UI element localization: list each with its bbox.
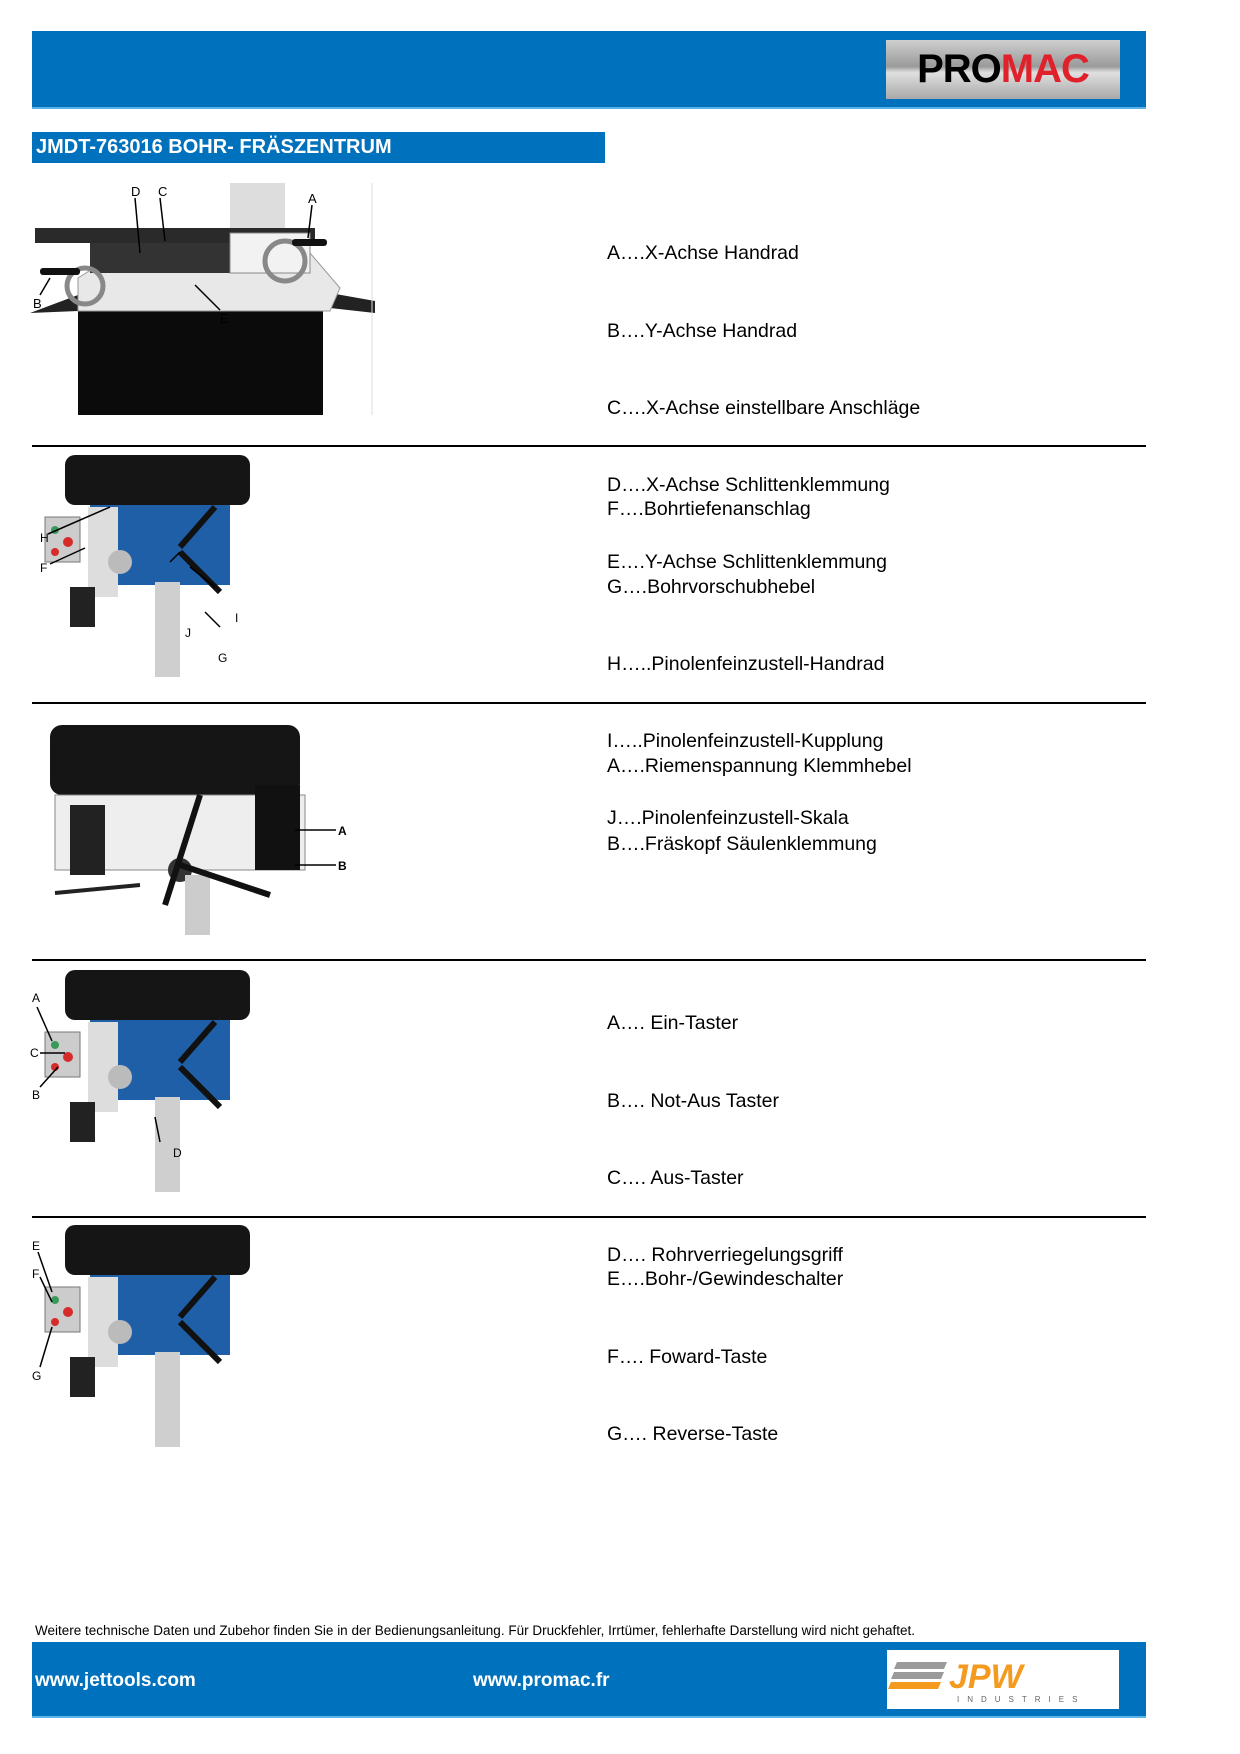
list-item: H…..Pinolenfeinzustell-Handrad [607,652,885,675]
cabinet [78,298,323,415]
section-divider [32,702,1146,704]
callout-label: B [32,1088,40,1102]
callout-label: F [40,561,47,575]
callout-label: G [218,651,227,665]
callout-label: I [235,611,238,625]
label-plate [70,587,95,627]
list-item: B…. Not-Aus Taster [607,1089,779,1112]
control-panel [44,516,81,563]
list-item: C….X-Achse einstellbare Anschläge [607,396,921,419]
column [155,1352,180,1447]
callout-label: E [32,1239,40,1253]
page-title: JMDT-763016 BOHR- FRÄSZENTRUM [32,132,605,163]
column [155,582,180,677]
list-item: A….X-Achse Handrad [607,242,799,265]
callout-label: B [338,859,347,873]
handle-x [292,239,327,246]
callout-label: J [185,626,191,640]
callout-label: A [308,191,317,206]
section-divider [32,1216,1146,1218]
parts-list-5: E….Bohr-/Gewindeschalter F…. Foward-Tast… [607,1216,843,1473]
list-item: I…..Pinolenfeinzustell-Kupplung [607,729,884,752]
list-item: F…. Foward-Taste [607,1345,768,1368]
head-cover [65,455,250,505]
callout-label: A [338,824,347,838]
control-panel [44,1286,81,1333]
machine-table-image: A B C D E [30,183,375,415]
parts-list-4: A…. Ein-Taster B…. Not-Aus Taster C…. Au… [607,960,843,1294]
callout-label: E [220,311,229,326]
list-item: D….X-Achse Schlittenklemmung [607,473,890,496]
list-item: E….Y-Achse Schlittenklemmung [607,550,887,573]
promac-link[interactable]: www.promac.fr [473,1670,610,1691]
jpw-logo: JPW INDUSTRIES [887,1650,1119,1709]
list-item: C…. Aus-Taster [607,1166,744,1189]
list-item: G….Bohrvorschubhebel [607,575,816,598]
fine-feed-handwheel [108,550,132,574]
list-item: G…. Reverse-Taste [607,1422,779,1445]
callout-label: B [33,296,42,311]
jpw-subtitle: INDUSTRIES [957,1695,1085,1704]
handwheel-y [64,265,106,307]
drill-head-image: F G H I J [40,455,250,677]
front-panel [70,805,105,875]
callout-label: F [32,1267,39,1281]
control-panel-image: A B C D [30,970,250,1192]
list-item: E….Bohr-/Gewindeschalter [607,1268,844,1291]
switch-panel-image: E F G [32,1225,250,1447]
head-side-image: A B [50,725,347,935]
callout-lines [39,197,313,311]
depth-scale [88,507,118,597]
parts-list-1: A….X-Achse Handrad B….Y-Achse Handrad C…… [607,190,920,601]
control-panel [44,1031,81,1078]
list-item: A….Riemenspannung Klemmhebel [607,755,912,778]
callout-label: C [158,184,167,199]
head-cover [65,1225,250,1275]
callout-label: D [131,184,140,199]
jpw-wordmark: JPW [949,1658,1026,1696]
column [185,875,210,935]
parts-list-2: F….Bohrtiefenanschlag G….Bohrvorschubheb… [607,446,884,857]
handle-y [40,268,80,275]
section-divider [32,445,1146,447]
list-item: A…. Ein-Taster [607,1012,739,1035]
jettools-link[interactable]: www.jettools.com [35,1670,196,1691]
list-item: D…. Rohrverriegelungsgriff [607,1243,843,1266]
disclaimer-note: Weitere technische Daten und Zubehor fin… [35,1623,915,1638]
column [230,183,285,228]
list-item: B….Fräskopf Säulenklemmung [607,832,877,855]
head-cover [50,725,300,795]
handwheel-x [262,238,308,284]
motor [255,785,300,870]
parts-list-3: A….Riemenspannung Klemmhebel B….Fräskopf… [607,703,912,883]
callout-label: D [173,1146,182,1160]
list-item: B….Y-Achse Handrad [607,319,798,342]
list-item: J….Pinolenfeinzustell-Skala [607,806,849,829]
callout-label: C [30,1046,39,1060]
callout-label: A [32,991,40,1005]
list-item: F….Bohrtiefenanschlag [607,498,811,521]
section-divider [32,959,1146,961]
callout-label: H [40,531,49,545]
head-cover [65,970,250,1020]
saddle [90,243,250,273]
column [155,1097,180,1192]
callout-label: G [32,1369,41,1383]
